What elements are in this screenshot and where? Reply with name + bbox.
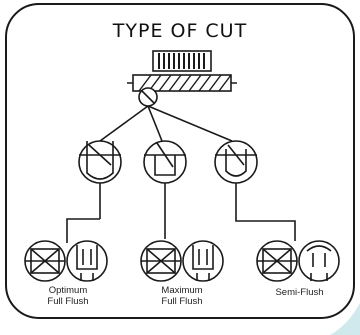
cutter-head — [127, 50, 237, 107]
optimum-full-flush-pair — [24, 240, 108, 282]
cut-type-diagram — [24, 50, 340, 282]
cut-profile-3 — [214, 140, 258, 184]
diagram-title: TYPE OF CUT — [112, 20, 248, 42]
label-maximum-full-flush: Maximum Full Flush — [161, 285, 203, 307]
cut-profile-2 — [143, 140, 187, 184]
label-semi-flush: Semi-Flush — [275, 287, 324, 298]
label-optimum-full-flush: Optimum Full Flush — [47, 285, 89, 307]
maximum-full-flush-pair — [140, 240, 224, 282]
decorative-corner-arc — [330, 303, 360, 335]
cut-profile-1 — [78, 140, 122, 184]
diagram-frame: TYPE OF CUT — [5, 3, 355, 319]
semi-flush-pair — [256, 240, 340, 282]
